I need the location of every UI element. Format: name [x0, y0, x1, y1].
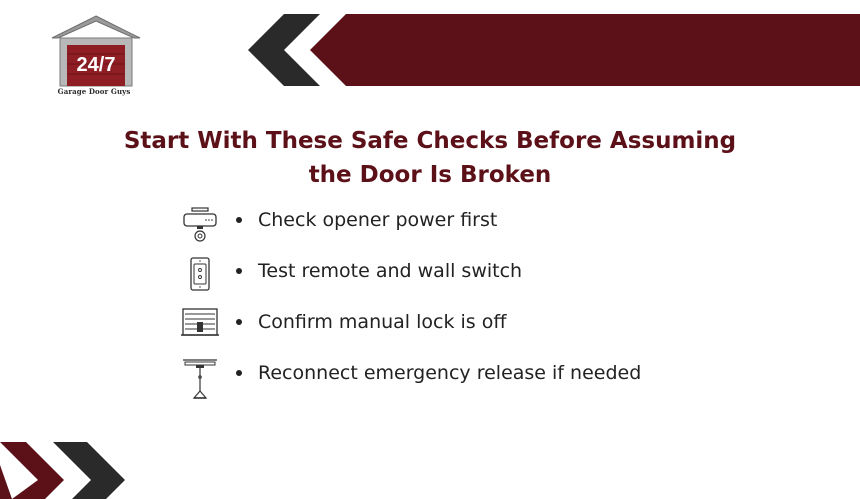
page-title: Start With These Safe Checks Before Assu… [80, 124, 780, 192]
check-label: Confirm manual lock is off [258, 311, 507, 333]
garage-logo-icon: 24/7 [51, 15, 141, 87]
logo-number: 24/7 [77, 54, 116, 76]
bottom-chevron-dark [53, 442, 125, 499]
manual-lock-icon [181, 308, 219, 336]
title-line-1: Start With These Safe Checks Before Assu… [123, 128, 737, 154]
emergency-release-icon [183, 359, 217, 399]
bottom-chevrons-decoration [0, 442, 125, 499]
bottom-chevron-maroon [0, 442, 64, 499]
check-label: Reconnect emergency release if needed [258, 362, 642, 384]
bullet [236, 370, 242, 376]
check-label: Test remote and wall switch [258, 260, 523, 282]
wall-switch-icon [190, 257, 210, 291]
top-chevron-dark [248, 14, 320, 86]
title-line-2: the Door Is Broken [308, 162, 552, 188]
logo-caption: Garage Door Guys [57, 87, 131, 96]
bullet [236, 319, 242, 325]
top-banner-decoration [248, 14, 860, 86]
top-maroon-band [310, 14, 860, 86]
bullet [236, 268, 242, 274]
check-label: Check opener power first [258, 209, 498, 231]
opener-icon [183, 207, 217, 242]
bullet [236, 217, 242, 223]
